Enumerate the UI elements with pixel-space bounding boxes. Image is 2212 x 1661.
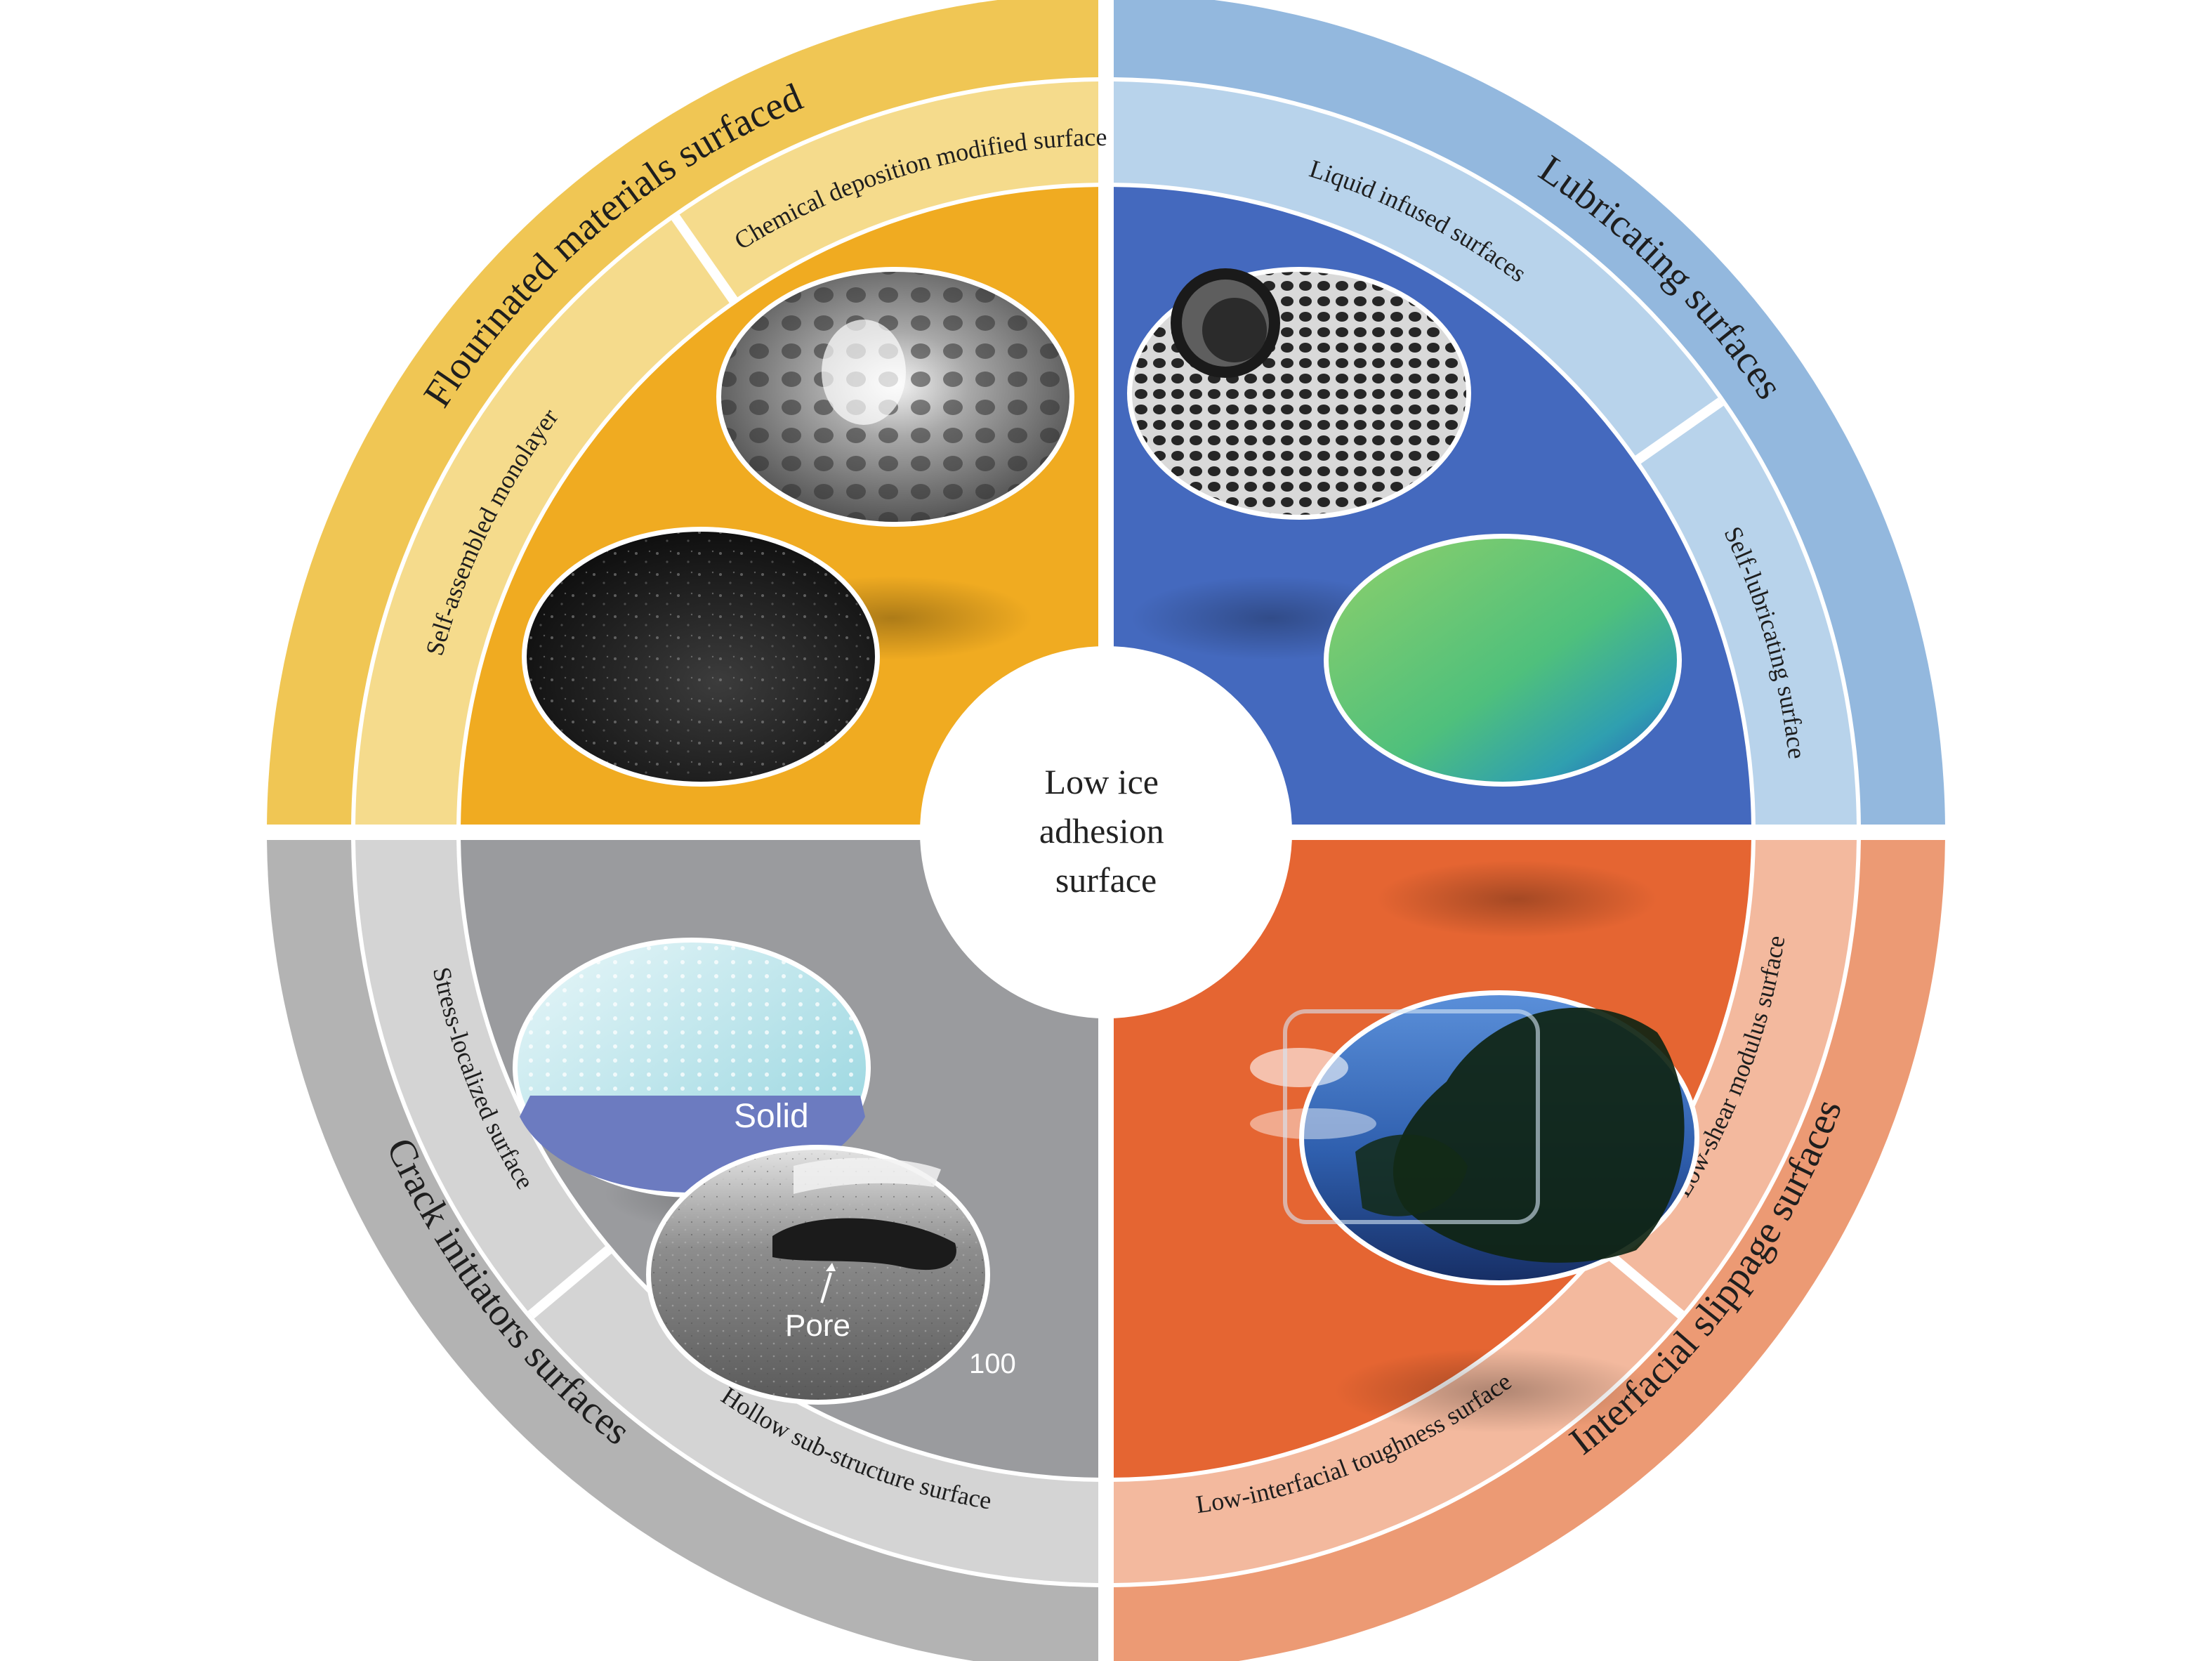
pore-label: Pore xyxy=(785,1308,850,1343)
scale-label: 100 xyxy=(969,1348,1016,1379)
subcategory-divider xyxy=(527,1243,615,1319)
subcategory-divider xyxy=(1631,398,1724,466)
hollow-substructure-micrograph: Pore 100 xyxy=(646,1145,1016,1405)
chemical-deposition-micrograph xyxy=(716,267,1074,527)
center-circle: Low ice adhesion surface xyxy=(920,646,1292,1018)
liquid-infused-micrograph xyxy=(1127,267,1471,520)
stress-localized-illustration: Solid xyxy=(513,938,871,1197)
solid-label: Solid xyxy=(734,1098,809,1135)
self-assembled-monolayer-micrograph xyxy=(522,527,880,787)
center-title: Low ice adhesion surface xyxy=(1039,762,1173,900)
pore-arrow xyxy=(820,1272,832,1304)
subcategory-divider xyxy=(671,214,740,307)
self-lubricating-micrograph xyxy=(1324,534,1682,787)
transparent-coating-photo xyxy=(1250,990,1699,1285)
image-shadow xyxy=(1376,860,1657,938)
image-shadow xyxy=(1334,1348,1657,1433)
